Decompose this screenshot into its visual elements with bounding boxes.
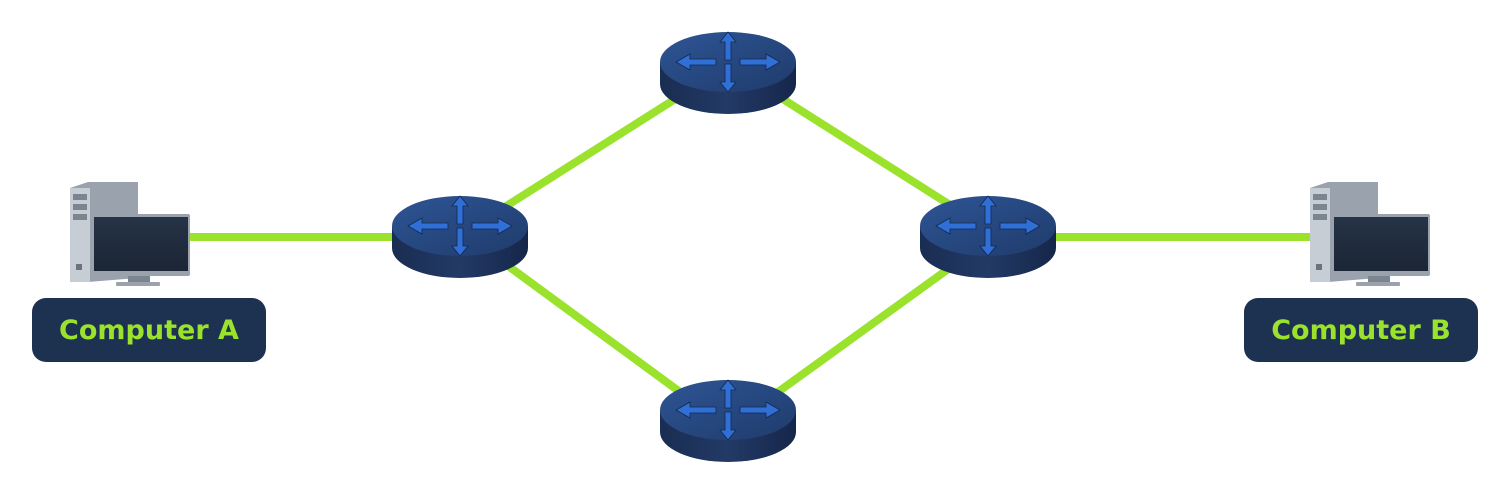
computer-b-label: Computer B (1244, 298, 1478, 362)
router-icon (919, 195, 1057, 279)
router-icon (659, 379, 797, 463)
link-router-left-router-top (496, 92, 684, 214)
link-group (186, 92, 1314, 396)
router-icon (391, 195, 529, 279)
router-icon (659, 31, 797, 115)
computer-b-label-text: Computer B (1271, 314, 1451, 346)
router-left (391, 195, 529, 279)
computer-a-label-text: Computer A (59, 314, 239, 346)
desktop-computer-icon (1310, 182, 1430, 286)
desktop-computer-icon (70, 182, 190, 286)
link-router-bottom-router-right (774, 258, 962, 396)
link-router-top-router-right (774, 92, 962, 214)
router-right (919, 195, 1057, 279)
computer-b (1310, 182, 1430, 286)
computer-a (70, 182, 190, 286)
router-bottom (659, 379, 797, 463)
router-top (659, 31, 797, 115)
computer-a-label: Computer A (32, 298, 266, 362)
link-router-left-router-bottom (496, 256, 684, 396)
